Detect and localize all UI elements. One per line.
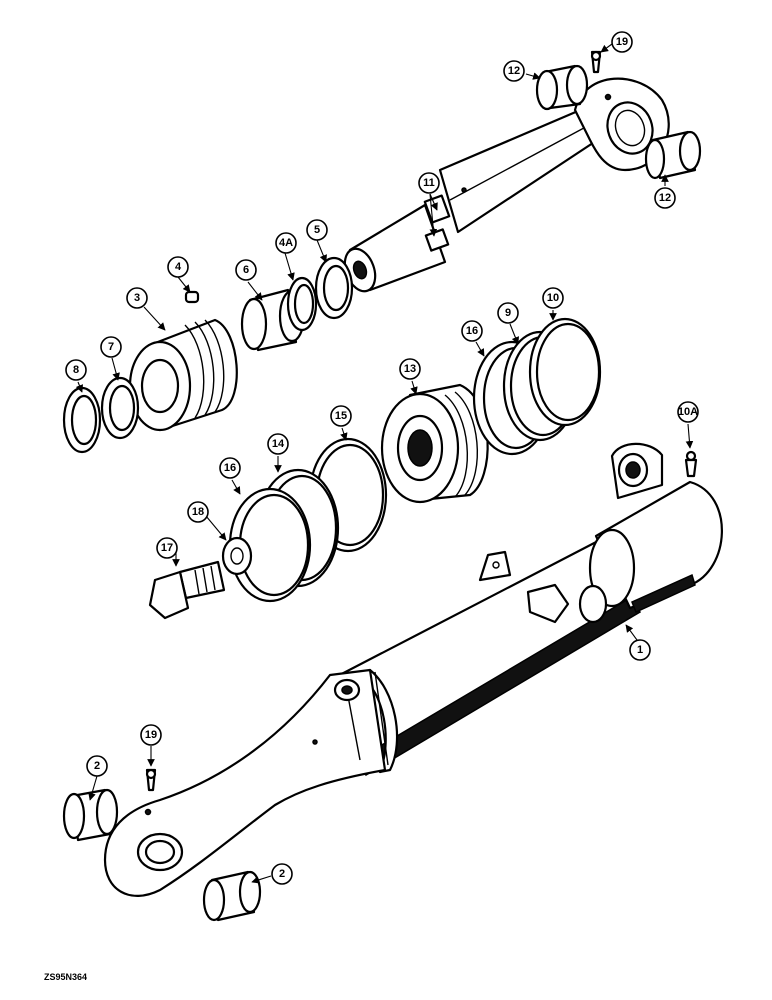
callout-2-lower: 2 bbox=[271, 863, 293, 885]
svg-text:2: 2 bbox=[279, 868, 285, 880]
piston-bolt bbox=[148, 560, 226, 620]
svg-text:16: 16 bbox=[224, 462, 236, 474]
callout-14: 14 bbox=[267, 433, 289, 455]
callout-11: 11 bbox=[418, 172, 440, 194]
svg-text:19: 19 bbox=[616, 36, 628, 48]
backup-ring bbox=[528, 317, 602, 427]
svg-text:4A: 4A bbox=[279, 237, 293, 249]
svg-text:11: 11 bbox=[423, 177, 435, 189]
callout-9: 9 bbox=[497, 302, 519, 324]
svg-text:10A: 10A bbox=[678, 406, 698, 418]
rod-seal bbox=[286, 276, 318, 332]
svg-text:2: 2 bbox=[94, 760, 100, 772]
svg-text:6: 6 bbox=[243, 264, 249, 276]
callout-15: 15 bbox=[330, 405, 352, 427]
svg-text:15: 15 bbox=[335, 410, 347, 422]
svg-text:17: 17 bbox=[161, 542, 173, 554]
washer bbox=[221, 536, 253, 576]
svg-text:5: 5 bbox=[314, 224, 320, 236]
callout-16-left: 16 bbox=[219, 457, 241, 479]
callout-12-lower: 12 bbox=[654, 187, 676, 209]
piston-rod bbox=[343, 77, 670, 293]
set-screw bbox=[184, 290, 200, 304]
base-bushing-upper bbox=[62, 788, 119, 842]
svg-text:10: 10 bbox=[547, 292, 559, 304]
callout-8: 8 bbox=[65, 359, 87, 381]
callout-10: 10 bbox=[542, 287, 564, 309]
base-bushing-lower bbox=[202, 870, 262, 922]
grease-fitting-upper bbox=[590, 50, 602, 74]
callout-6: 6 bbox=[235, 259, 257, 281]
callout-13: 13 bbox=[399, 358, 421, 380]
cylinder-barrel bbox=[328, 442, 723, 777]
callout-2-upper: 2 bbox=[86, 755, 108, 777]
callout-16-right: 16 bbox=[461, 320, 483, 342]
figure-reference: ZS95N364 bbox=[44, 972, 87, 982]
svg-text:7: 7 bbox=[108, 341, 114, 353]
gland-seal-ring bbox=[100, 376, 140, 440]
svg-text:14: 14 bbox=[272, 438, 285, 450]
eye-bushing-lower bbox=[644, 130, 702, 180]
callout-3: 3 bbox=[126, 287, 148, 309]
base-end bbox=[103, 668, 387, 897]
callout-4a: 4A bbox=[275, 232, 297, 254]
wiper-ring bbox=[62, 386, 102, 454]
svg-text:12: 12 bbox=[659, 192, 671, 204]
callout-19-upper: 19 bbox=[611, 31, 633, 53]
svg-text:19: 19 bbox=[145, 729, 157, 741]
grease-fitting-lower bbox=[145, 768, 157, 792]
piston bbox=[380, 383, 489, 504]
rod-seal-ring bbox=[314, 256, 354, 320]
callout-5: 5 bbox=[306, 219, 328, 241]
gland bbox=[128, 318, 238, 432]
piston-ring-16 bbox=[228, 487, 312, 603]
svg-text:16: 16 bbox=[466, 325, 478, 337]
callout-10a: 10A bbox=[677, 401, 699, 423]
eye-bushing-upper bbox=[535, 64, 589, 111]
callout-1: 1 bbox=[629, 639, 651, 661]
leader-lines bbox=[75, 43, 694, 884]
svg-text:1: 1 bbox=[637, 644, 643, 656]
svg-text:8: 8 bbox=[73, 364, 79, 376]
callout-19-lower: 19 bbox=[140, 724, 162, 746]
svg-text:9: 9 bbox=[505, 307, 511, 319]
callout-17: 17 bbox=[156, 537, 178, 559]
port-plug bbox=[684, 450, 698, 478]
svg-text:13: 13 bbox=[404, 363, 416, 375]
callout-4: 4 bbox=[167, 256, 189, 278]
callout-12-upper: 12 bbox=[503, 60, 525, 82]
svg-text:18: 18 bbox=[192, 506, 204, 518]
svg-text:4: 4 bbox=[175, 261, 182, 273]
svg-text:3: 3 bbox=[134, 292, 140, 304]
callout-7: 7 bbox=[100, 336, 122, 358]
callout-18: 18 bbox=[187, 501, 209, 523]
svg-text:12: 12 bbox=[508, 65, 520, 77]
